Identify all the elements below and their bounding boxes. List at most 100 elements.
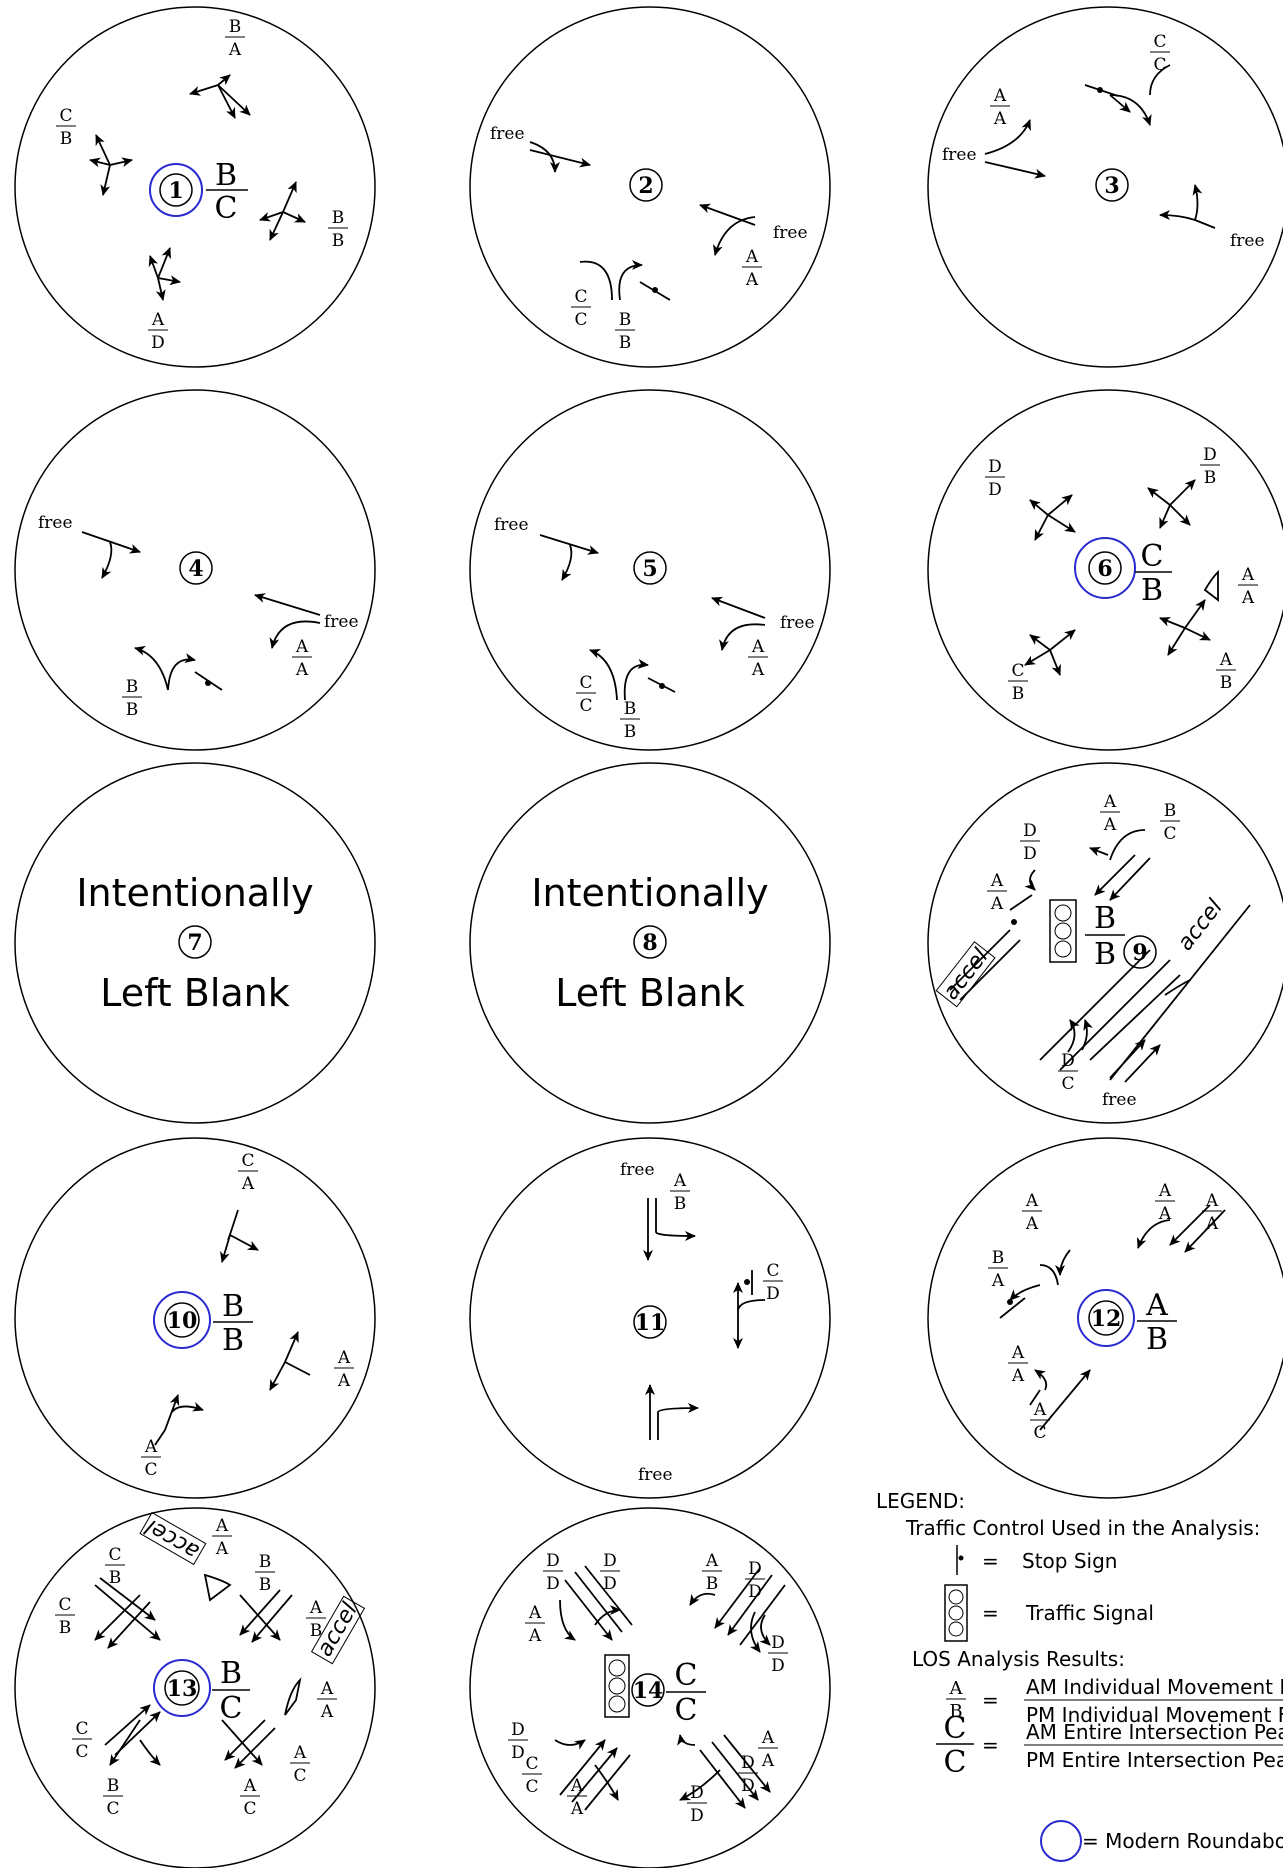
svg-text:=: = [982,1733,999,1757]
svg-text:A: A [745,247,759,267]
intersection-number: 5 [642,556,657,582]
intersection-number: 14 [633,1678,664,1704]
svg-text:D: D [748,1582,762,1602]
svg-text:D: D [546,1574,560,1594]
overall-pm: C [675,1693,698,1728]
svg-text:D: D [603,1551,617,1571]
svg-text:A: A [228,40,242,60]
svg-text:B: B [624,699,637,719]
svg-text:B: B [259,1552,272,1572]
legend: LEGEND: Traffic Control Used in the Anal… [876,1489,1283,1862]
intersection-number: 2 [638,173,653,199]
svg-text:C: C [1163,824,1176,844]
svg-text:A: A [1205,1191,1219,1211]
overall-am: C [1141,539,1164,574]
free-label: free [494,515,529,535]
svg-text:A: A [337,1348,351,1368]
svg-text:B: B [126,677,139,697]
svg-text:A: A [320,1702,334,1722]
overall-pm: B [1141,573,1163,608]
intersection-11: 11 free free A B C D [469,1137,831,1499]
legend-roundabout: = Modern Roundabo [1082,1829,1283,1853]
svg-text:A: A [673,1171,687,1191]
svg-text:=: = [982,1688,999,1712]
svg-text:B: B [109,1568,122,1588]
overall-pm: B [1094,937,1116,972]
svg-text:D: D [603,1574,617,1594]
intersection-8: Intentionally 8 Left Blank [469,762,831,1124]
svg-text:C: C [293,1766,306,1786]
free-label: free [1102,1090,1137,1110]
svg-text:A: A [949,1678,964,1699]
svg-text:A: A [295,660,309,680]
svg-text:D: D [690,1783,704,1803]
svg-text:B: B [126,700,139,720]
blank-line-1: Intentionally [531,871,768,915]
intersection-number: 6 [1097,556,1112,582]
traffic-signal-icon [604,1654,630,1718]
svg-text:A: A [990,871,1004,891]
svg-text:B: B [259,1575,272,1595]
overall-am: B [215,158,237,193]
intersection-number: 4 [188,556,203,582]
svg-text:A: A [1025,1191,1039,1211]
svg-text:C: C [579,696,592,716]
svg-text:C: C [243,1799,256,1819]
svg-text:A: A [990,894,1004,914]
overall-pm: B [1146,1322,1168,1357]
svg-text:B: B [229,17,242,37]
svg-text:A: A [1241,565,1255,585]
svg-text:B: B [59,1618,72,1638]
svg-text:A: A [243,1776,257,1796]
legend-am-movement: AM Individual Movement F [1026,1675,1283,1699]
svg-text:accel: accel [142,1514,204,1564]
intersection-2: 2 free free A A C C B B [469,6,831,368]
free-label: free [638,1465,673,1485]
overall-pm: C [215,191,238,226]
free-label: free [620,1160,655,1180]
svg-text:A: A [528,1603,542,1623]
svg-text:C: C [241,1151,254,1171]
intersection-number: 12 [1091,1306,1122,1332]
svg-text:A: A [1158,1204,1172,1224]
svg-text:A: A [309,1598,323,1618]
svg-text:B: B [310,1621,323,1641]
svg-text:A: A [570,1776,584,1796]
svg-text:C: C [766,1261,779,1281]
approach-arrows [89,74,306,301]
traffic-signal-icon [944,1584,968,1642]
svg-text:A: A [1025,1214,1039,1234]
roundabout-ring [149,163,203,217]
svg-text:D: D [546,1551,560,1571]
svg-text:C: C [579,673,592,693]
intersection-number: 11 [635,1310,666,1336]
legend-pm-overall: PM Entire Intersection Peak [1026,1748,1283,1772]
overall-am: B [1094,901,1116,936]
svg-text:B: B [619,310,632,330]
legend-pm-movement: PM Individual Movement F [1026,1703,1283,1727]
free-label: free [1230,231,1265,251]
svg-text:C: C [1011,661,1024,681]
svg-text:A: A [1103,815,1117,835]
free-label: free [942,145,977,165]
blank-line-1: Intentionally [76,871,313,915]
svg-text:C: C [75,1719,88,1739]
intersection-9: B B 9 accel accel [927,762,1283,1124]
roundabout-ring [1077,1289,1135,1347]
svg-text:A: A [151,310,165,330]
svg-text:C: C [59,106,72,126]
overall-pm: C [220,1691,243,1726]
svg-text:A: A [1103,792,1117,812]
svg-text:C: C [75,1742,88,1762]
overall-am: B [222,1289,244,1324]
svg-text:D: D [690,1806,704,1826]
svg-text:D: D [1061,1051,1075,1071]
svg-text:A: A [1011,1366,1025,1386]
svg-text:B: B [949,1701,962,1722]
intersection-number: 9 [1132,940,1147,966]
intersection-number: 10 [167,1308,198,1334]
overall-am: C [675,1658,698,1693]
svg-text:D: D [1023,844,1037,864]
svg-text:C: C [574,287,587,307]
